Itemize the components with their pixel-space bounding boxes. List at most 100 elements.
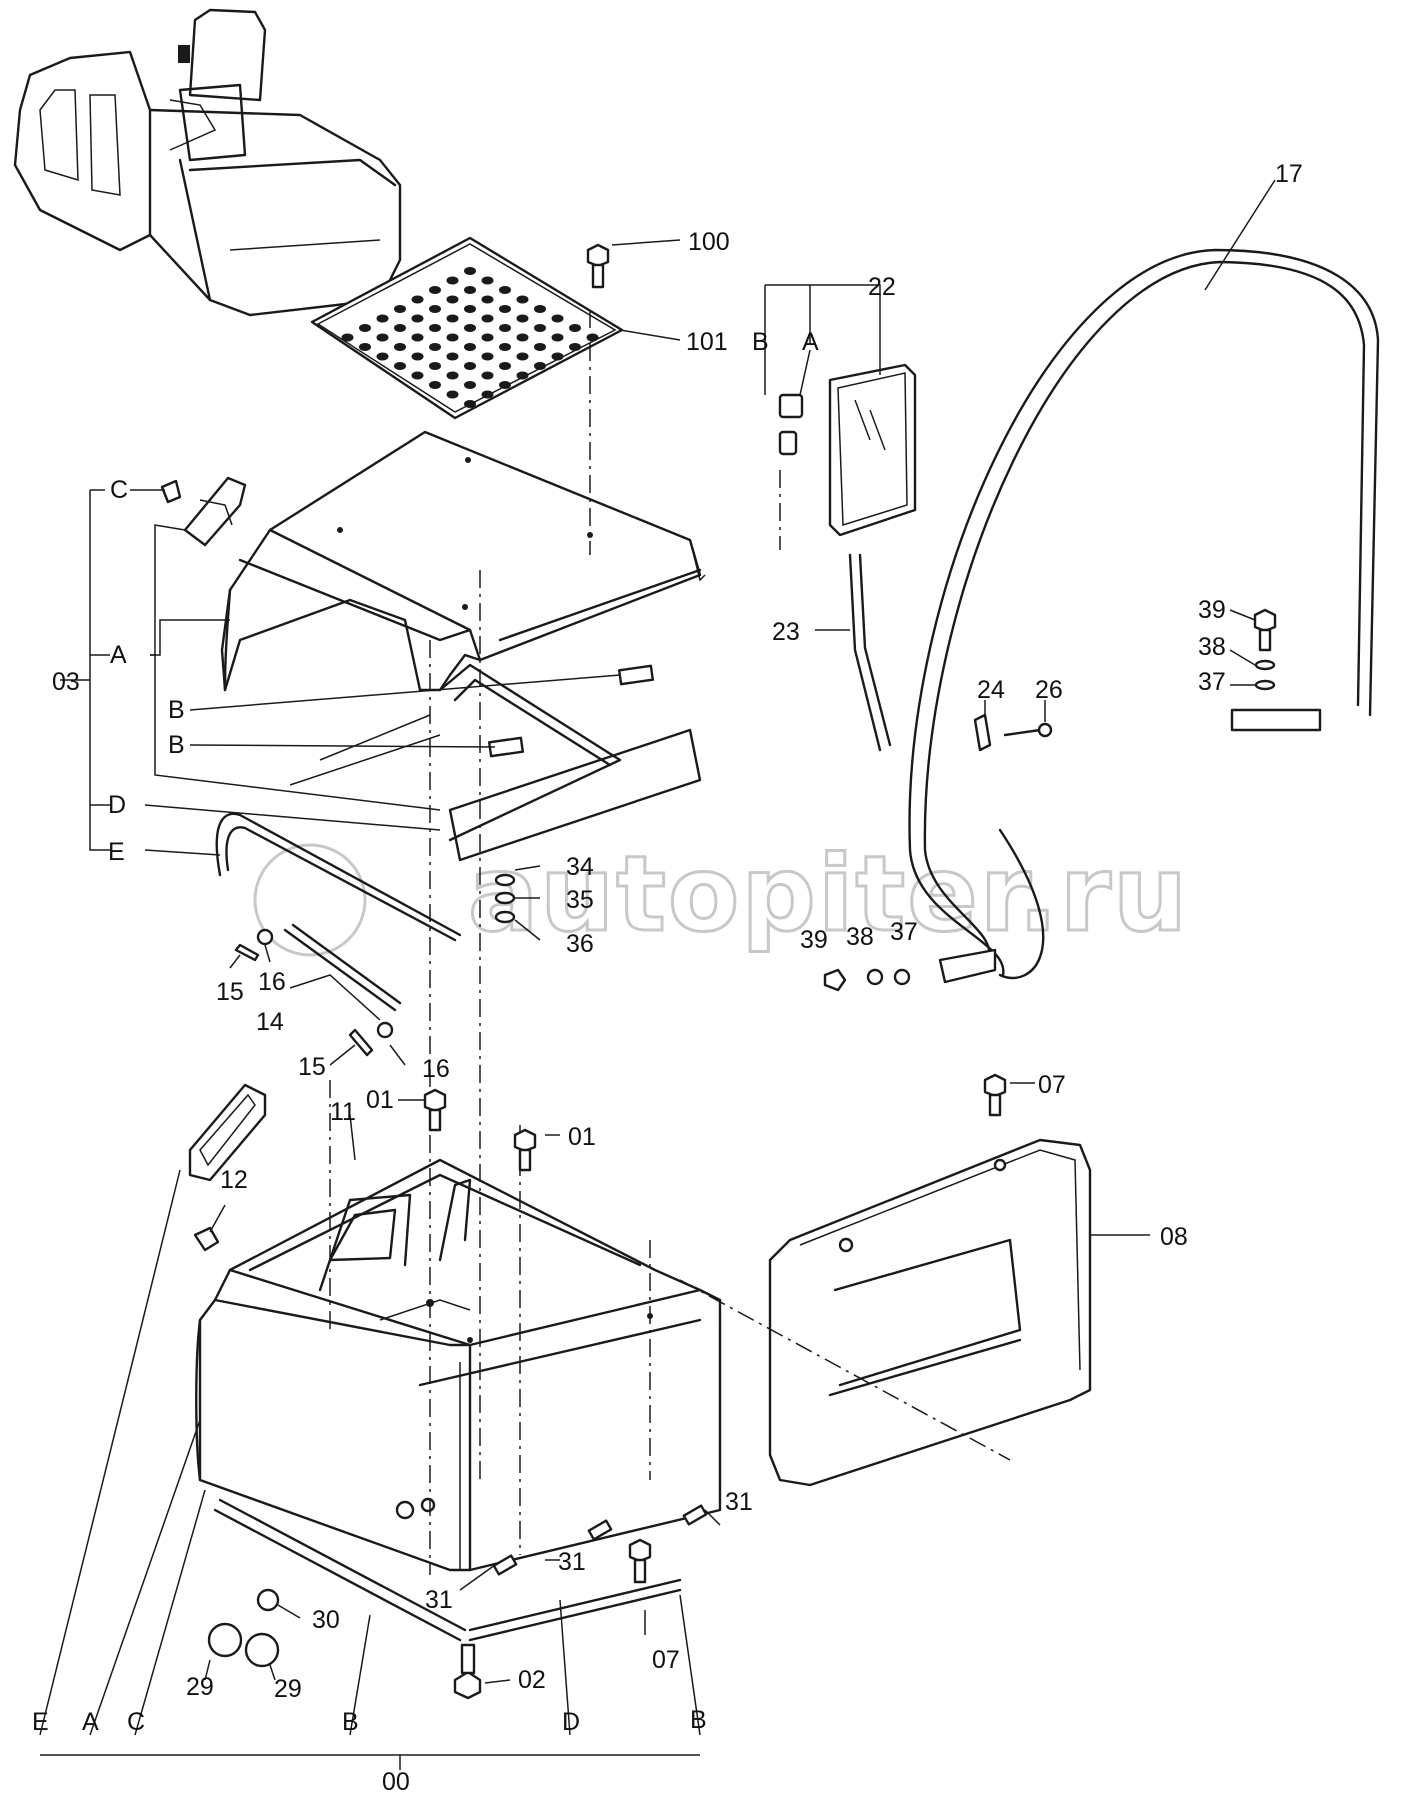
plate-hole	[499, 324, 511, 332]
callout-a-left: A	[110, 641, 127, 669]
plate-hole	[464, 324, 476, 332]
plate-hole	[499, 381, 511, 389]
callout-e-left: E	[108, 838, 125, 866]
plate-hole	[569, 343, 581, 351]
plate-hole	[534, 324, 546, 332]
plate-hole	[464, 305, 476, 313]
plate-hole	[411, 333, 424, 342]
plate-hole	[429, 305, 441, 313]
plate-hole	[394, 305, 406, 313]
seal-strips	[207, 1498, 708, 1668]
callout-31-left: 31	[425, 1586, 453, 1614]
plate-hole	[551, 314, 564, 323]
plate-hole	[569, 324, 581, 332]
callout-d-bottom: D	[562, 1708, 580, 1736]
plate-hole	[481, 314, 494, 323]
plate-hole	[376, 314, 389, 323]
plate-hole	[534, 305, 546, 313]
callout-b-bottom-1: B	[342, 1708, 359, 1736]
callout-22: 22	[868, 273, 896, 301]
plate-hole	[481, 371, 494, 380]
hood-frame	[215, 663, 702, 942]
lower-housing	[195, 1158, 722, 1572]
callout-d-left: D	[108, 791, 126, 819]
plate-hole	[516, 371, 529, 380]
callout-38-mid: 38	[846, 923, 874, 951]
plate-hole	[516, 314, 529, 323]
callout-23: 23	[772, 618, 800, 646]
plate-hole	[551, 333, 564, 342]
plate-hole	[394, 324, 406, 332]
callout-a-mirror: A	[802, 328, 819, 356]
plate-hole	[411, 371, 424, 380]
callout-31-mid: 31	[558, 1548, 586, 1576]
side-door	[768, 1138, 1092, 1487]
callout-c-top: C	[110, 476, 128, 504]
callout-14: 14	[256, 1008, 284, 1036]
plate-hole	[394, 362, 406, 370]
callout-a-bottom: A	[82, 1708, 99, 1736]
callout-16-b: 16	[422, 1055, 450, 1083]
plate-hole	[394, 343, 406, 351]
plate-hole	[516, 333, 529, 342]
callout-16-a: 16	[258, 968, 286, 996]
plate-hole	[464, 381, 476, 389]
callout-02: 02	[518, 1666, 546, 1694]
watermark: autopiter.ru	[253, 832, 1189, 957]
plate-hole	[464, 362, 476, 370]
callout-38-right: 38	[1198, 633, 1226, 661]
plate-hole	[411, 352, 424, 361]
plate-hole	[446, 276, 459, 285]
plate-hole	[429, 324, 441, 332]
plate-hole	[534, 362, 546, 370]
callout-37-mid: 37	[890, 918, 918, 946]
plate-hole	[411, 314, 424, 323]
plate-hole	[429, 286, 441, 294]
upper-hood	[220, 430, 706, 692]
callout-39-right: 39	[1198, 596, 1226, 624]
plate-hole	[481, 276, 494, 285]
callout-01-b: 01	[568, 1123, 596, 1151]
mirror-assembly	[778, 363, 1053, 752]
callout-17: 17	[1275, 160, 1303, 188]
callout-b-mirror: B	[752, 328, 769, 356]
callout-b-left-2: B	[168, 731, 185, 759]
plate-hole	[446, 314, 459, 323]
plate-hole	[464, 286, 476, 294]
callout-08: 08	[1160, 1223, 1188, 1251]
plate-hole	[516, 295, 529, 304]
callout-34: 34	[566, 853, 594, 881]
callout-37-right: 37	[1198, 668, 1226, 696]
plate-hole	[464, 343, 476, 351]
callout-36: 36	[566, 930, 594, 958]
bolts	[193, 243, 1277, 1700]
callout-03: 03	[52, 668, 80, 696]
callout-101: 101	[686, 328, 728, 356]
plate-hole	[429, 343, 441, 351]
callout-26: 26	[1035, 676, 1063, 704]
callout-07-bottom: 07	[652, 1646, 680, 1674]
excavator-overview	[13, 8, 402, 317]
callout-15-b: 15	[298, 1053, 326, 1081]
plate-hole	[516, 352, 529, 361]
plate-hole	[359, 324, 371, 332]
gasket-frame	[188, 1083, 267, 1182]
leader-lines	[39, 179, 1276, 1770]
plate-holes	[341, 267, 599, 408]
callout-00: 00	[382, 1768, 410, 1794]
plate-hole	[446, 333, 459, 342]
callout-29-b: 29	[274, 1675, 302, 1703]
handrail	[908, 248, 1380, 984]
plate-hole	[481, 352, 494, 361]
plate-hole	[499, 362, 511, 370]
callout-39-mid: 39	[800, 926, 828, 954]
plate-hole	[411, 295, 424, 304]
gas-spring	[234, 923, 402, 1057]
plate-hole	[499, 286, 511, 294]
callout-31-right: 31	[725, 1488, 753, 1516]
callout-b-bottom-2: B	[690, 1706, 707, 1734]
plate-hole	[376, 352, 389, 361]
callout-labels: 100 101 17 22 B A 23 24 26 39 38 37 39 3…	[32, 160, 1303, 1794]
